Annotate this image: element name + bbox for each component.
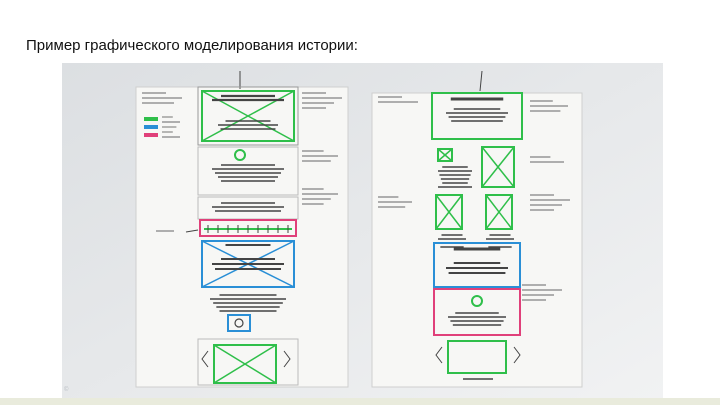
right-small-image bbox=[437, 148, 453, 162]
storyboard-sketch bbox=[62, 63, 663, 399]
right-small-image-cross-b bbox=[437, 148, 453, 162]
left-logo-icon bbox=[234, 149, 246, 161]
right-gallery-prev-icon bbox=[435, 346, 443, 364]
left-video-frame bbox=[201, 240, 295, 288]
right-big-image-cross-b bbox=[481, 146, 515, 188]
right-big-image bbox=[481, 146, 515, 188]
left-gallery-image bbox=[213, 344, 277, 384]
right-pair-image-a bbox=[435, 194, 463, 230]
left-gallery-prev-icon bbox=[201, 350, 209, 368]
left-gallery-image-cross-b bbox=[213, 344, 277, 384]
photo-watermark: © bbox=[64, 387, 69, 393]
left-badge-icon bbox=[234, 318, 244, 328]
right-hero-frame bbox=[431, 92, 523, 140]
legend-green-swatch bbox=[144, 117, 158, 121]
right-video-frame bbox=[433, 242, 521, 288]
left-timeline-arrow bbox=[185, 229, 199, 233]
right-top-arrow bbox=[479, 70, 483, 92]
slide-title: Пример графического моделирования истори… bbox=[26, 37, 358, 54]
legend-pink-swatch bbox=[144, 133, 158, 137]
right-pair-image-b-cross-b bbox=[485, 194, 513, 230]
right-pair-image-b bbox=[485, 194, 513, 230]
left-hero-image bbox=[201, 90, 295, 142]
right-quote-icon bbox=[471, 295, 483, 307]
left-section-bottom bbox=[197, 338, 299, 386]
right-paper-sheet bbox=[371, 92, 583, 388]
legend-blue-swatch bbox=[144, 125, 158, 129]
storyboard-photo bbox=[62, 63, 663, 399]
left-section-2 bbox=[197, 146, 299, 196]
left-section-1 bbox=[197, 86, 299, 146]
right-pair-image-a-cross-b bbox=[435, 194, 463, 230]
left-timeline-frame bbox=[199, 219, 297, 237]
right-gallery-image bbox=[447, 340, 507, 374]
left-gallery-next-icon bbox=[283, 350, 291, 368]
footer-band bbox=[0, 398, 720, 405]
left-badge bbox=[227, 314, 251, 332]
right-gallery-next-icon bbox=[513, 346, 521, 364]
right-quote-frame bbox=[433, 288, 521, 336]
